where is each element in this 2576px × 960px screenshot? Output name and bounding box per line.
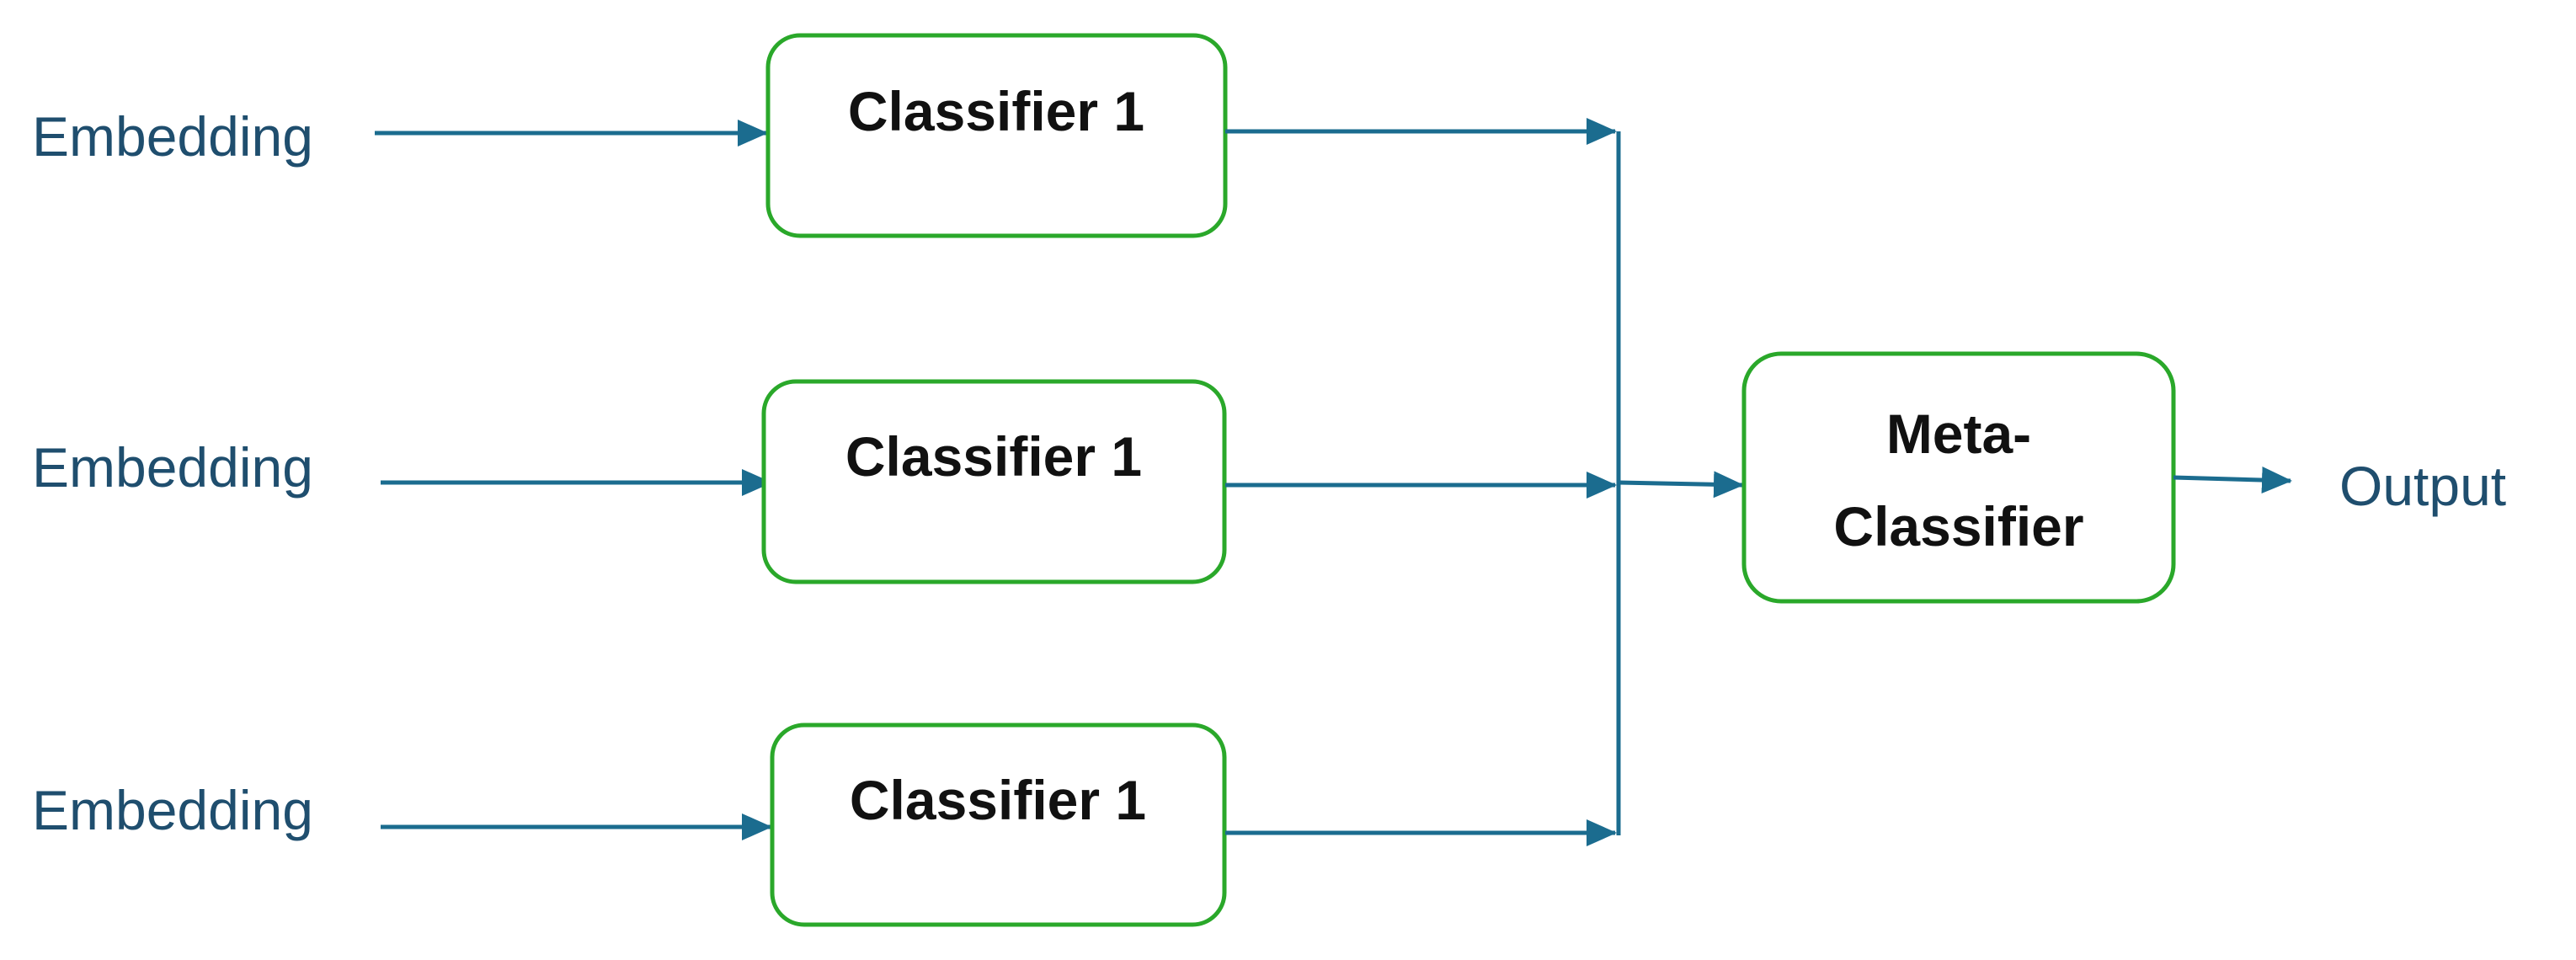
meta-classifier-label-line2: Classifier: [1833, 495, 2083, 557]
meta-classifier-label-line1: Meta-: [1886, 403, 2031, 465]
classifier-label-2: Classifier 1: [845, 425, 1142, 488]
input-label-1: Embedding: [32, 105, 313, 168]
classifier-box-2: [761, 379, 1227, 584]
classifier-label-1: Classifier 1: [848, 80, 1144, 142]
input-label-3: Embedding: [32, 779, 313, 841]
merge-to-meta-arrow: [1618, 471, 1744, 499]
output-arrow: [2173, 467, 2292, 494]
classifier-box-3: [770, 723, 1227, 927]
output-label: Output: [2339, 455, 2506, 517]
classifier-label-3: Classifier 1: [850, 769, 1146, 831]
meta-classifier-box: [1741, 351, 2176, 604]
input-label-2: Embedding: [32, 436, 313, 499]
classifier-box-1: [765, 33, 1228, 238]
